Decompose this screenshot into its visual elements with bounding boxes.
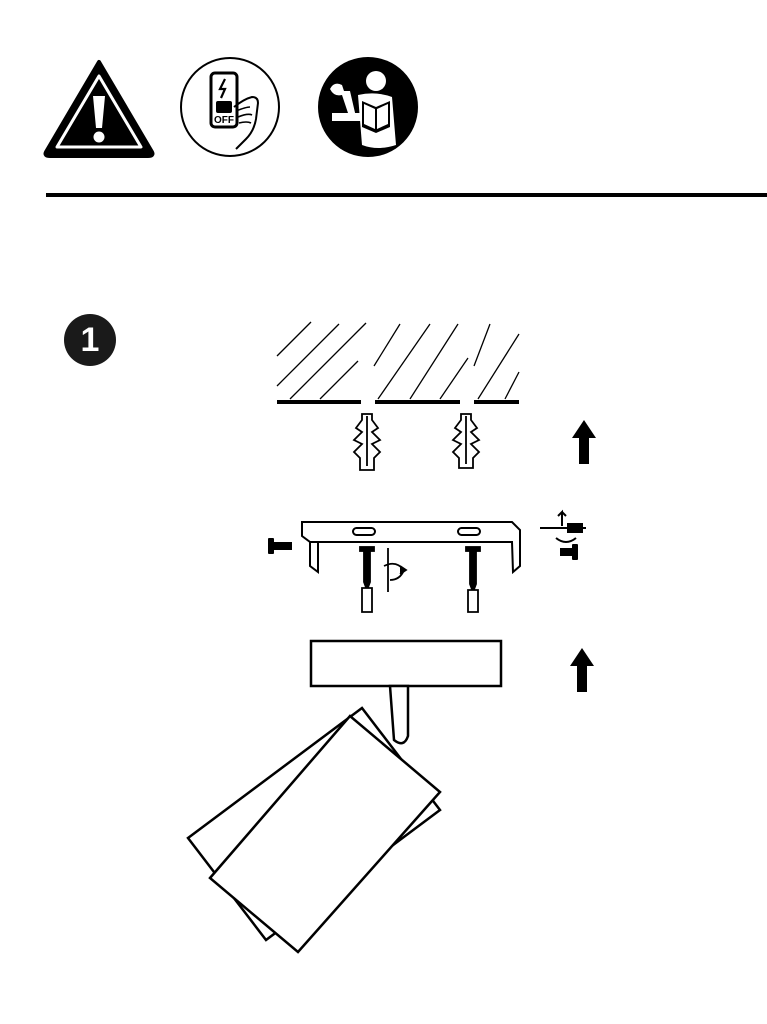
lamp-arm: [388, 684, 410, 745]
lamp-canopy: [309, 639, 503, 688]
ceiling-screw: [465, 546, 481, 613]
wall-plug: [352, 413, 382, 471]
bracket-screw: [268, 538, 292, 554]
step-number: 1: [80, 320, 100, 359]
bracket-screw: [560, 544, 578, 560]
arrow-up-icon: [572, 420, 596, 464]
step-number-badge: 1: [64, 314, 116, 366]
off-label: OFF: [214, 115, 234, 126]
screwdriver-icon: [383, 548, 408, 592]
warning-triangle-icon: [43, 60, 155, 158]
ceiling-screw: [359, 546, 375, 613]
mounting-bracket: [301, 521, 521, 575]
lamp-head-front: [208, 714, 442, 954]
arrow-up-icon: [570, 648, 594, 692]
section-divider: [46, 193, 767, 197]
wall-plug: [451, 413, 481, 469]
power-off-switch-icon: OFF: [180, 57, 280, 157]
ceiling-surface: [276, 321, 520, 400]
read-manual-icon: [318, 57, 418, 157]
screwdriver-icon: [540, 509, 586, 543]
